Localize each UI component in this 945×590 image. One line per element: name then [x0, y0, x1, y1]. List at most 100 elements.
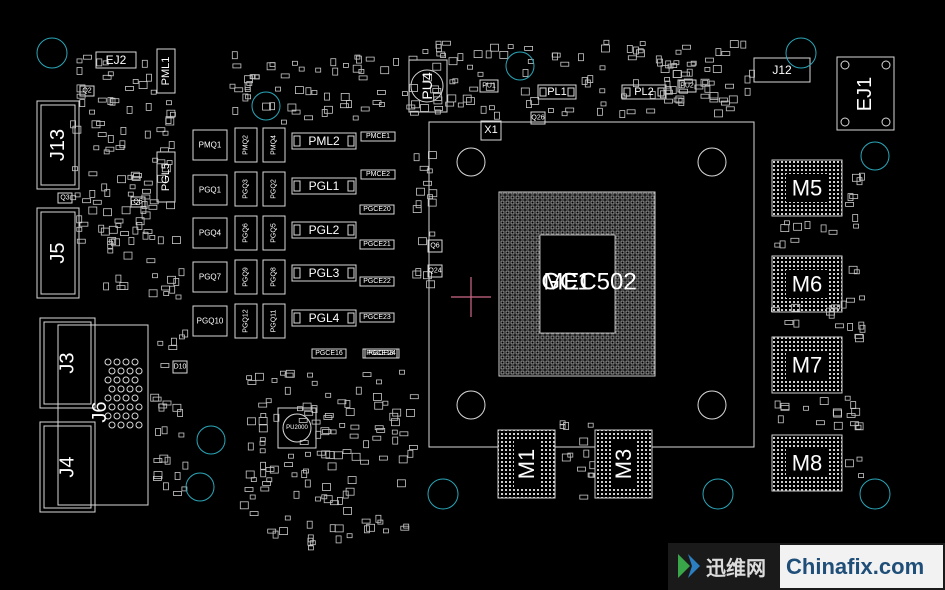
- smd-component: [399, 369, 405, 375]
- smd-component: [102, 60, 109, 66]
- mounting-hole: [36, 37, 68, 69]
- inductor-pad: [657, 87, 665, 97]
- smd-component: [361, 518, 371, 524]
- smd-component: [259, 448, 266, 454]
- part-label-pgce24: PGCE24: [368, 350, 396, 357]
- smd-component: [845, 459, 854, 468]
- ej1-pin: [881, 117, 891, 127]
- smd-component: [392, 408, 402, 417]
- smd-component: [345, 408, 355, 416]
- smd-component: [140, 205, 147, 214]
- smd-component: [322, 429, 331, 434]
- inductor-pad: [347, 312, 355, 324]
- part-label-pu2: PU2: [680, 83, 694, 90]
- smd-component: [457, 102, 464, 108]
- inductor-pgl2: [291, 221, 357, 239]
- j6-pin: [113, 394, 121, 402]
- smd-component: [621, 93, 627, 99]
- smd-component: [181, 486, 188, 492]
- j6-pin: [135, 403, 143, 411]
- inductor-pad: [347, 267, 355, 279]
- smd-component: [168, 345, 178, 351]
- mosfet-pgq4: [192, 217, 228, 249]
- smd-component: [690, 60, 697, 66]
- smd-component: [250, 477, 257, 483]
- smd-component: [114, 218, 124, 224]
- mounting-hole: [185, 472, 215, 502]
- mosfet-label-pgq9: PGQ9: [243, 267, 250, 287]
- connector-label-ej1: EJ1: [854, 77, 876, 111]
- smd-component: [260, 412, 267, 418]
- smd-component: [97, 132, 107, 138]
- smd-component: [76, 84, 86, 93]
- smd-component: [79, 221, 89, 227]
- smd-component: [347, 476, 357, 485]
- smd-component: [600, 101, 607, 107]
- gpu-frame: [428, 121, 755, 448]
- smd-component: [354, 54, 361, 60]
- smd-component: [166, 160, 173, 165]
- smd-component: [231, 51, 238, 60]
- crystal-x1: [480, 120, 502, 141]
- smd-component: [334, 524, 344, 533]
- chinafix-logo-icon: [678, 554, 700, 578]
- smd-component: [182, 329, 189, 338]
- mosfet-pgq3: [234, 171, 258, 207]
- inductor-pad: [567, 87, 575, 97]
- connector-j13: [36, 100, 80, 190]
- smd-component: [619, 110, 626, 118]
- smd-component: [820, 224, 827, 233]
- smd-component: [349, 433, 359, 439]
- smd-component: [675, 49, 682, 55]
- smd-component: [391, 429, 398, 435]
- smd-component: [597, 107, 603, 116]
- smd-component: [109, 97, 116, 106]
- smd-component: [93, 145, 100, 151]
- smd-component: [288, 453, 294, 459]
- smd-component: [399, 431, 409, 437]
- smd-component: [672, 70, 682, 78]
- mosfet-pgq1: [192, 174, 228, 206]
- connector-inner: [43, 425, 92, 509]
- smd-component: [346, 100, 352, 108]
- inductor-pgl1: [291, 177, 357, 195]
- smd-component: [131, 200, 141, 205]
- smd-component: [284, 462, 294, 468]
- connector-inner: [43, 321, 92, 405]
- smd-component: [493, 111, 500, 120]
- memory-chip-core: [611, 440, 636, 488]
- j6-pin: [117, 421, 125, 429]
- part-label-q26: Q26: [531, 115, 544, 122]
- smd-component: [152, 273, 158, 279]
- part-pu1: [479, 79, 499, 93]
- smd-component: [246, 375, 253, 381]
- smd-component: [141, 211, 151, 220]
- smd-component: [774, 242, 781, 248]
- smd-component: [162, 130, 169, 136]
- smd-component: [853, 223, 859, 229]
- smd-component: [161, 285, 171, 291]
- inductor-pml1: [156, 48, 176, 94]
- smd-component: [247, 417, 256, 426]
- smd-component: [447, 94, 457, 103]
- smd-component: [376, 427, 386, 433]
- mounting-hole: [251, 91, 281, 121]
- mosfet-pgq9: [234, 259, 258, 295]
- smd-component: [412, 205, 422, 214]
- mosfet-pmq2: [234, 127, 258, 163]
- smd-component: [852, 173, 861, 182]
- smd-component: [423, 180, 433, 186]
- smd-component: [599, 65, 606, 71]
- smd-component: [131, 175, 141, 181]
- smd-component: [339, 103, 349, 109]
- smd-component: [673, 97, 683, 103]
- smd-component: [633, 46, 639, 55]
- smd-component: [144, 130, 151, 139]
- watermark-cn: 迅维网: [706, 556, 766, 580]
- inductor-label-pgl3: PGL3: [309, 266, 340, 280]
- smd-component: [408, 444, 418, 450]
- smd-component: [239, 501, 249, 510]
- smd-component: [70, 195, 77, 201]
- smd-component: [244, 87, 251, 92]
- smd-component: [728, 95, 738, 104]
